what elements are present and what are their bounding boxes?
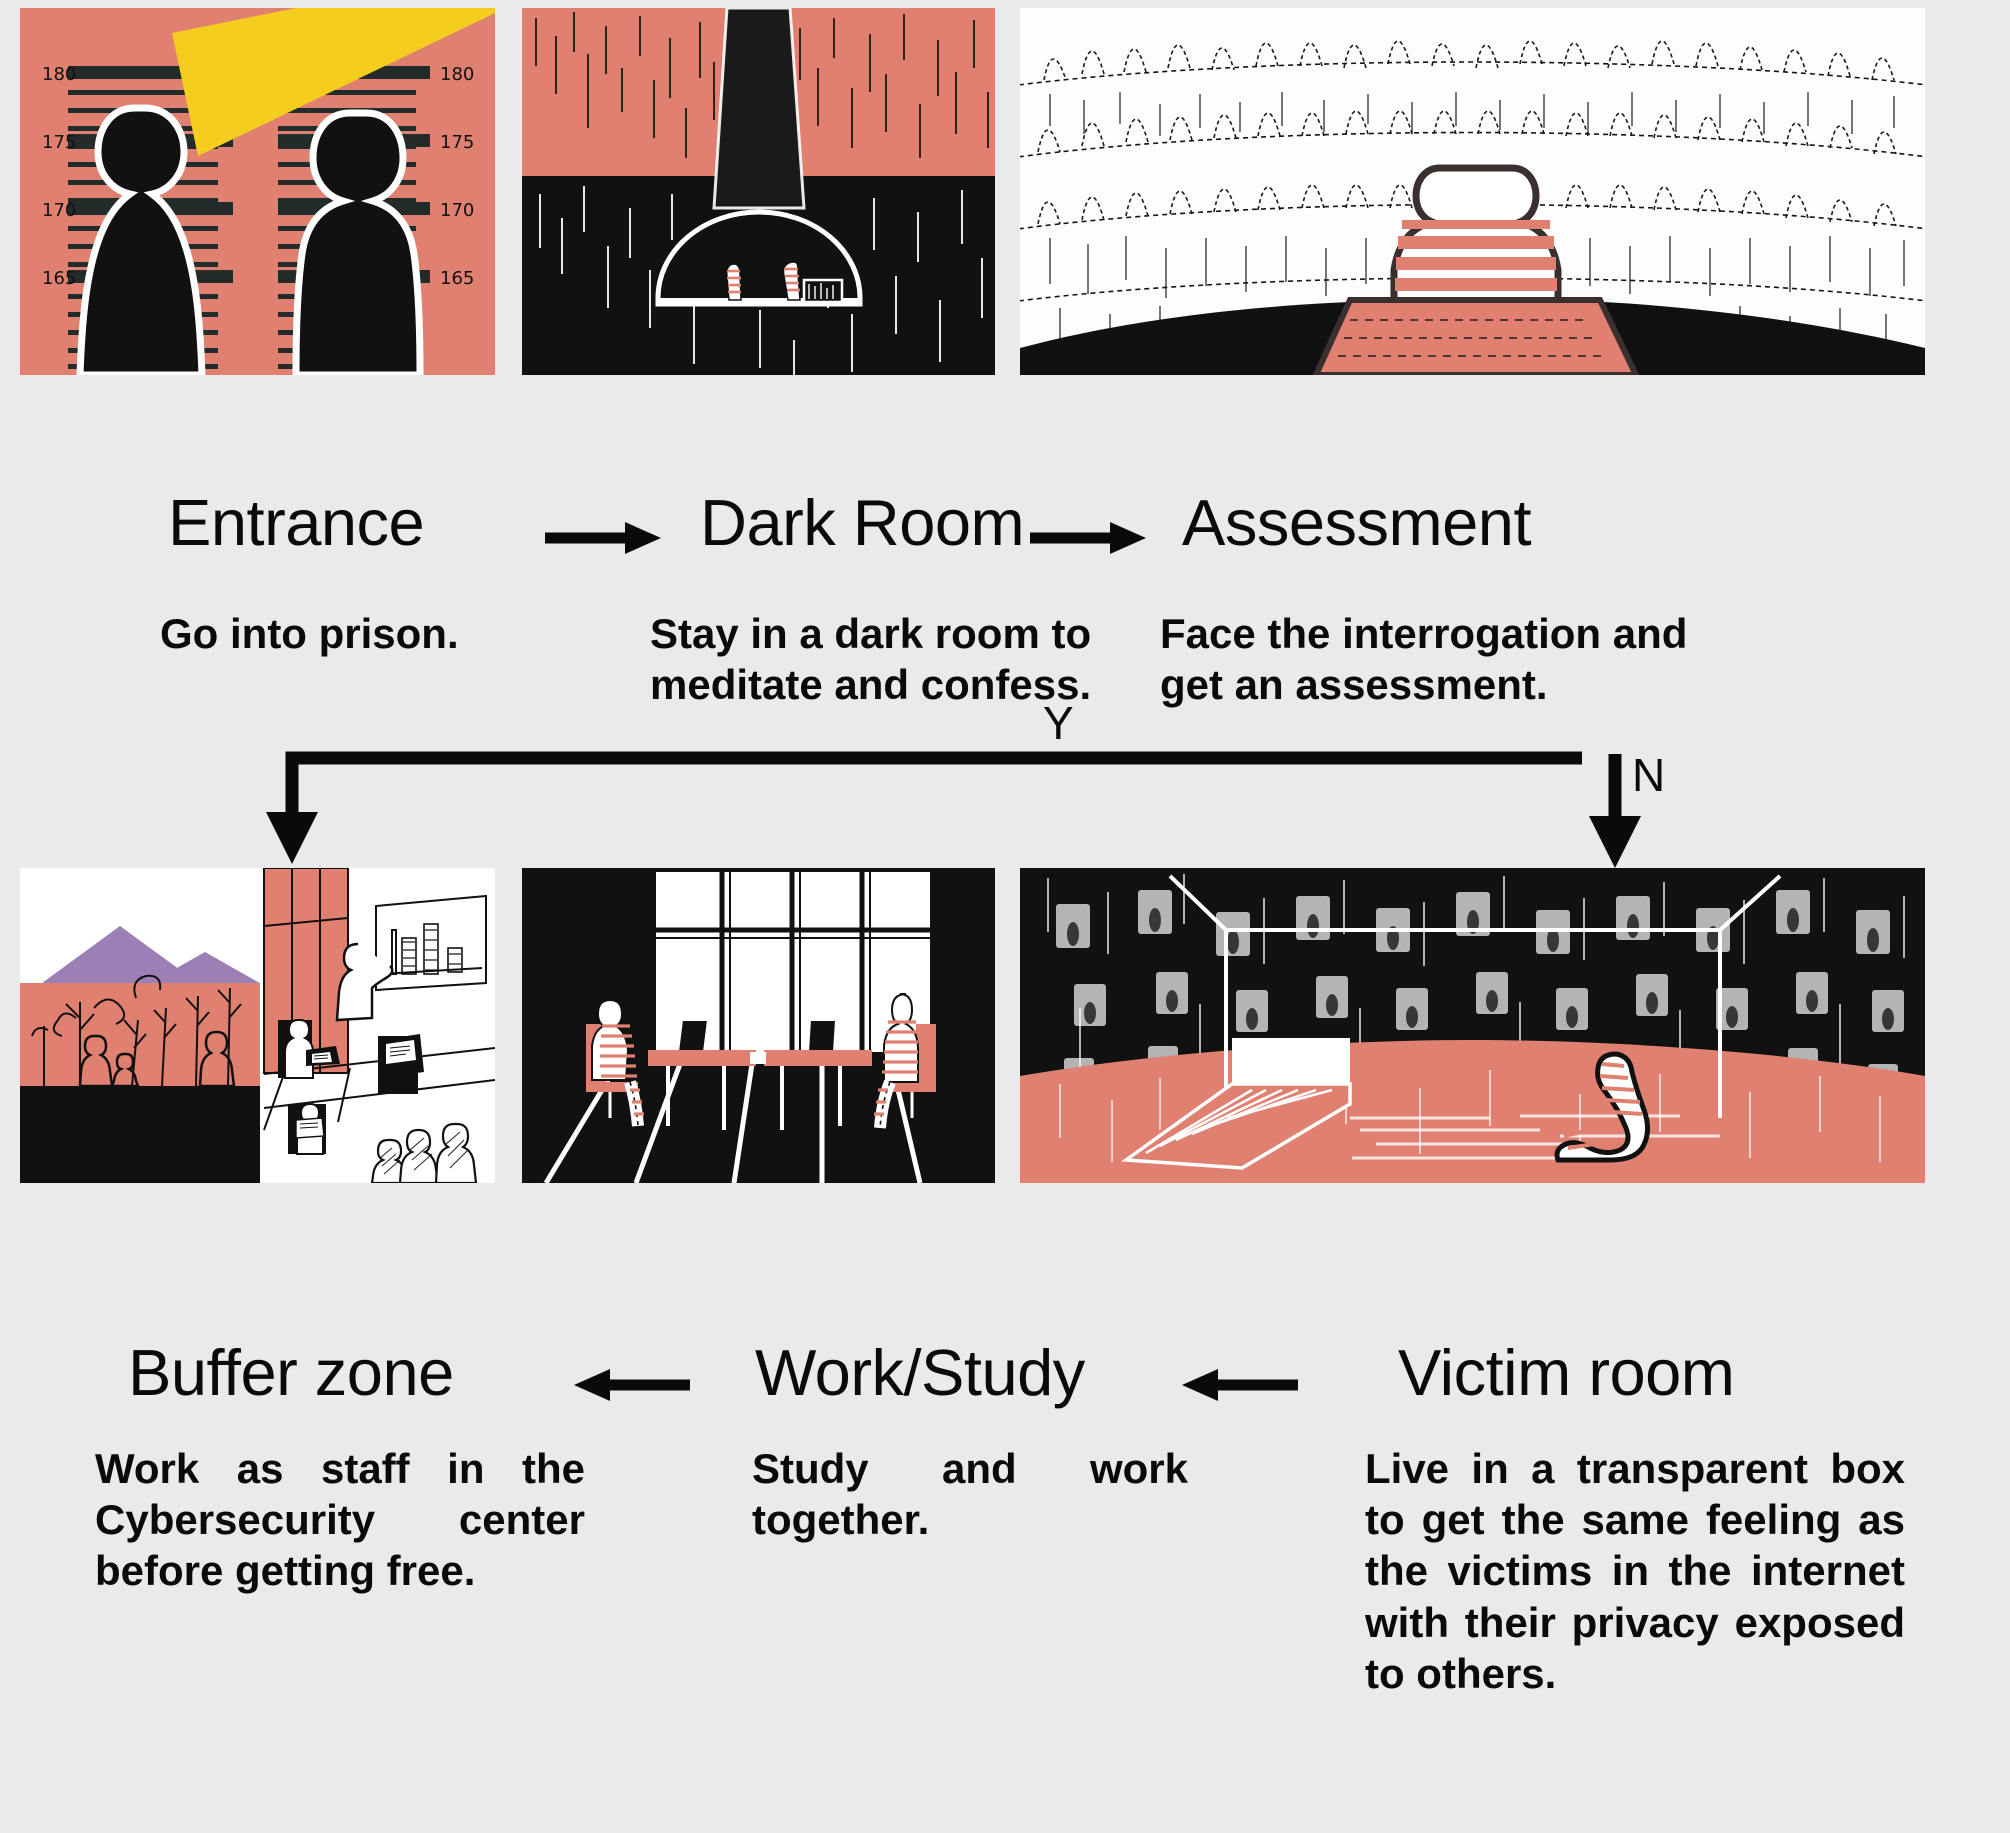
transparent-box-watchers-illustration [1020, 868, 1925, 1183]
arrow-dark-room-to-assessment [1030, 518, 1150, 558]
step-title-dark-room: Dark Room [700, 486, 1025, 559]
svg-text:170: 170 [42, 200, 76, 221]
step-desc-dark-room: Stay in a dark room to meditate and conf… [650, 610, 1092, 709]
step-desc-buffer-zone: Work as staff in the Cybersecurity cente… [95, 1445, 585, 1595]
step-desc-assessment: Face the interrogation and get an assess… [1160, 610, 1688, 709]
svg-text:165: 165 [440, 268, 474, 289]
step-title-work-study: Work/Study [755, 1336, 1085, 1409]
svg-text:175: 175 [440, 132, 474, 153]
step-title-assessment: Assessment [1182, 486, 1532, 559]
svg-text:180: 180 [42, 64, 76, 85]
interrogation-amphitheatre-illustration [1020, 8, 1925, 375]
mugshot-height-chart-illustration: 180 175 170 165 180 175 170 165 [20, 8, 495, 375]
step-desc-victim-room: Live in a transparent box to get the sam… [1365, 1445, 1905, 1697]
cybersecurity-office-landscape-illustration [20, 868, 495, 1183]
arrow-victim-room-to-work-study [1178, 1365, 1298, 1405]
step-desc-work-study: Study and work together. [752, 1445, 1188, 1544]
dark-room-dome-illustration [522, 8, 995, 375]
svg-text:165: 165 [42, 268, 76, 289]
panel-buffer-zone-illustration [20, 868, 495, 1183]
step-title-buffer-zone: Buffer zone [128, 1336, 454, 1409]
step-title-entrance: Entrance [168, 486, 425, 559]
branch-label-yes: Y [1043, 697, 1074, 749]
panel-entrance: 180 175 170 165 180 175 170 165 [20, 8, 495, 375]
branch-label-no: N [1632, 749, 1666, 801]
svg-text:180: 180 [440, 64, 474, 85]
panel-assessment [1020, 8, 1925, 375]
study-desk-window-illustration [522, 868, 995, 1183]
panel-victim-room [1020, 868, 1925, 1183]
arrow-entrance-to-dark-room [545, 518, 665, 558]
branch-connector-no [1585, 742, 1705, 872]
branch-connector-yes [250, 742, 1650, 872]
step-title-victim-room: Victim room [1398, 1336, 1735, 1409]
panel-dark-room [522, 8, 995, 375]
arrow-work-study-to-buffer-zone [570, 1365, 690, 1405]
panel-work-study [522, 868, 995, 1183]
svg-text:170: 170 [440, 200, 474, 221]
svg-text:175: 175 [42, 132, 76, 153]
step-desc-entrance: Go into prison. [160, 610, 459, 657]
